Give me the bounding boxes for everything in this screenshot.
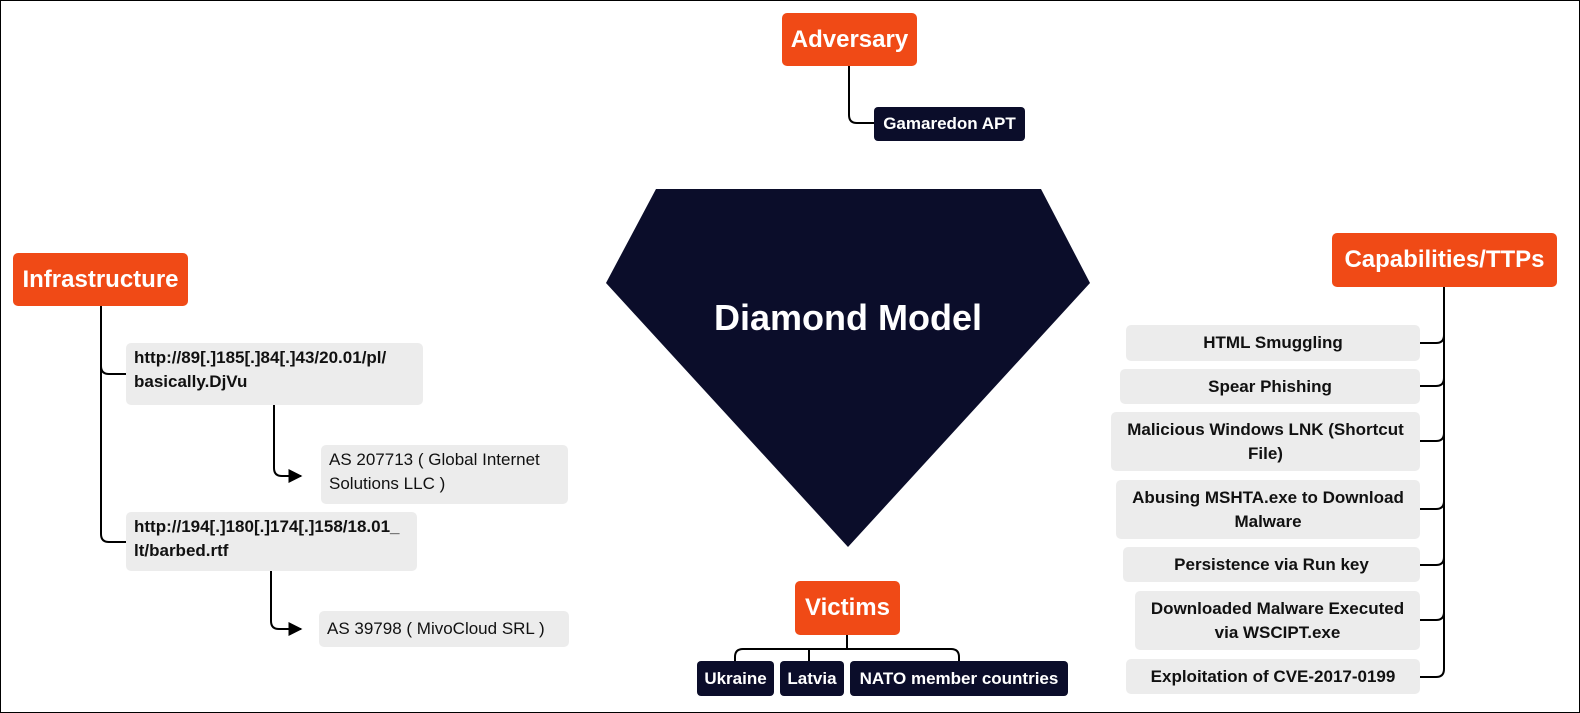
infrastructure-url-1: http://89[.]185[.]84[.]43/20.01/pl/ basi… (126, 343, 423, 405)
url-1-line-1: http://89[.]185[.]84[.]43/20.01/pl/ (134, 348, 387, 367)
victim-latvia: Latvia (780, 661, 844, 696)
victims-heading: Victims (795, 581, 900, 635)
ttp-malicious-lnk: Malicious Windows LNK (Shortcut File) (1111, 412, 1420, 471)
capabilities-heading: Capabilities/TTPs (1332, 233, 1557, 287)
infrastructure-url-2: http://194[.]180[.]174[.]158/18.01_ lt/b… (126, 512, 417, 571)
asn-1-line-2: Solutions LLC ) (329, 474, 446, 493)
victim-ukraine: Ukraine (697, 661, 774, 696)
url-1-line-2: basically.DjVu (134, 372, 248, 391)
ttp-html-smuggling: HTML Smuggling (1126, 325, 1420, 361)
diamond-model-title: Diamond Model (714, 297, 982, 338)
ttp-1-line-1: HTML Smuggling (1203, 333, 1343, 352)
adversary-heading: Adversary (782, 13, 917, 66)
ttp-6-line-2: via WSCIPT.exe (1214, 622, 1341, 642)
ttp-3-line-1: Malicious Windows LNK (Shortcut (1127, 419, 1404, 439)
url-2-line-2: lt/barbed.rtf (134, 541, 229, 560)
diamond-shape (606, 189, 1090, 547)
ttp-2-line-1: Spear Phishing (1208, 376, 1332, 396)
ttp-abusing-mshta: Abusing MSHTA.exe to Download Malware (1116, 480, 1420, 539)
infrastructure-heading: Infrastructure (13, 253, 188, 306)
victim-nato-member-countries: NATO member countries (850, 661, 1068, 696)
asn-2-label: AS 39798 ( MivoCloud SRL ) (327, 619, 545, 638)
ttp-7-line-1: Exploitation of CVE-2017-0199 (1150, 666, 1396, 686)
infrastructure-asn-2: AS 39798 ( MivoCloud SRL ) (319, 611, 569, 647)
ttp-3-line-2: File) (1248, 443, 1283, 463)
ttp-4-line-1: Abusing MSHTA.exe to Download (1132, 487, 1404, 507)
ttp-4-line-2: Malware (1234, 511, 1302, 531)
adversary-node: Gamaredon APT (874, 107, 1025, 141)
asn-1-line-1: AS 207713 ( Global Internet (329, 450, 540, 469)
ttp-5-line-1: Persistence via Run key (1174, 554, 1369, 574)
infrastructure-asn-1: AS 207713 ( Global Internet Solutions LL… (321, 445, 568, 504)
url-2-line-1: http://194[.]180[.]174[.]158/18.01_ (134, 517, 400, 536)
ttp-cve-2017-0199: Exploitation of CVE-2017-0199 (1126, 659, 1420, 694)
ttp-spear-phishing: Spear Phishing (1120, 369, 1420, 404)
ttp-6-line-1: Downloaded Malware Executed (1150, 598, 1405, 618)
ttp-persistence-run-key: Persistence via Run key (1123, 547, 1420, 582)
ttp-malware-wscipt: Downloaded Malware Executed via WSCIPT.e… (1135, 591, 1420, 650)
